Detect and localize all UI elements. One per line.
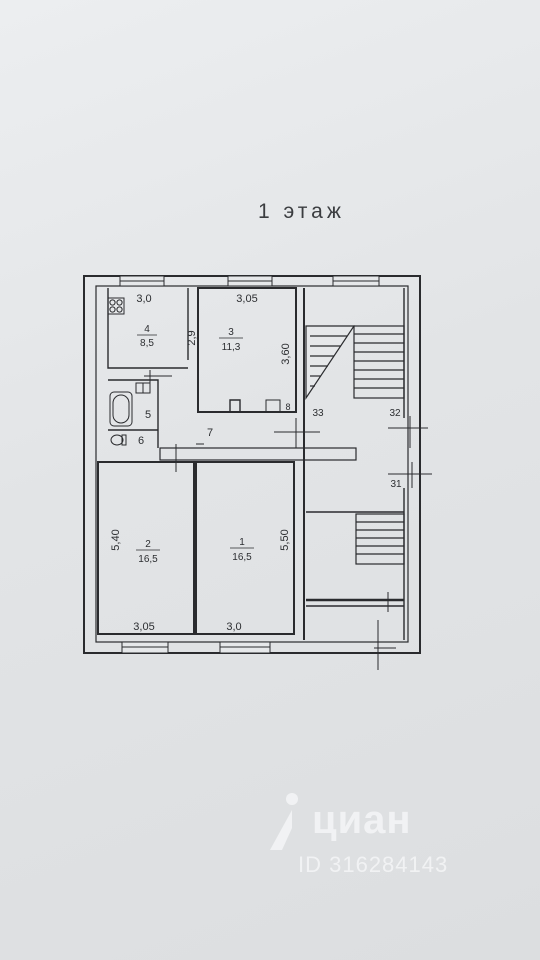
dim-room4-width: 3,0 (136, 293, 151, 305)
room-1-area: 16,5 (232, 552, 252, 563)
room-labels: 4 8,5 3 11,3 2 16,5 1 16,5 5 6 7 8 (136, 324, 291, 565)
room-7-number: 7 (207, 427, 213, 439)
dim-room2-width: 3,05 (133, 621, 154, 633)
dim-room1-width: 3,0 (226, 621, 241, 633)
windows (119, 275, 380, 654)
dim-room3-depth: 3,60 (280, 343, 292, 364)
staircase-upper (305, 325, 405, 400)
axis-33: 33 (312, 408, 324, 419)
watermark-brand: циан (312, 798, 412, 842)
sink-icon (135, 382, 151, 394)
dim-room2-depth: 5,40 (110, 529, 122, 550)
pin-icon (270, 793, 298, 850)
room-8-number: 8 (285, 402, 290, 412)
room-4-number: 4 (144, 324, 150, 335)
room-4-area: 8,5 (140, 338, 154, 349)
dim-room1-depth: 5,50 (279, 529, 291, 550)
room-3-area: 11,3 (222, 342, 241, 353)
axis-marks (144, 370, 432, 670)
room-6-number: 6 (138, 435, 144, 447)
dim-room4-depth: 2,9 (186, 330, 198, 345)
room-2-area: 16,5 (138, 554, 158, 565)
floor-title: 1 этаж (258, 200, 345, 223)
axis-32: 32 (389, 408, 401, 419)
dimension-labels: 3,0 2,9 3,05 3,60 5,40 3,05 5,50 3,0 (110, 293, 292, 633)
watermark-id: ID 316284143 (298, 852, 449, 877)
staircase-lower (355, 513, 405, 565)
room-1-number: 1 (239, 537, 245, 548)
cian-watermark: циан ID 316284143 (262, 790, 502, 890)
toilet-icon (110, 434, 127, 446)
dim-room3-width: 3,05 (236, 293, 257, 305)
outer-walls (83, 275, 421, 654)
room-5-number: 5 (145, 409, 151, 421)
room-3-number: 3 (228, 327, 234, 338)
stove-icon (107, 297, 125, 315)
axis-numbers: 33 32 31 (312, 408, 402, 490)
axis-31: 31 (390, 479, 402, 490)
room-2-number: 2 (145, 539, 151, 550)
bathtub-icon (109, 391, 133, 427)
